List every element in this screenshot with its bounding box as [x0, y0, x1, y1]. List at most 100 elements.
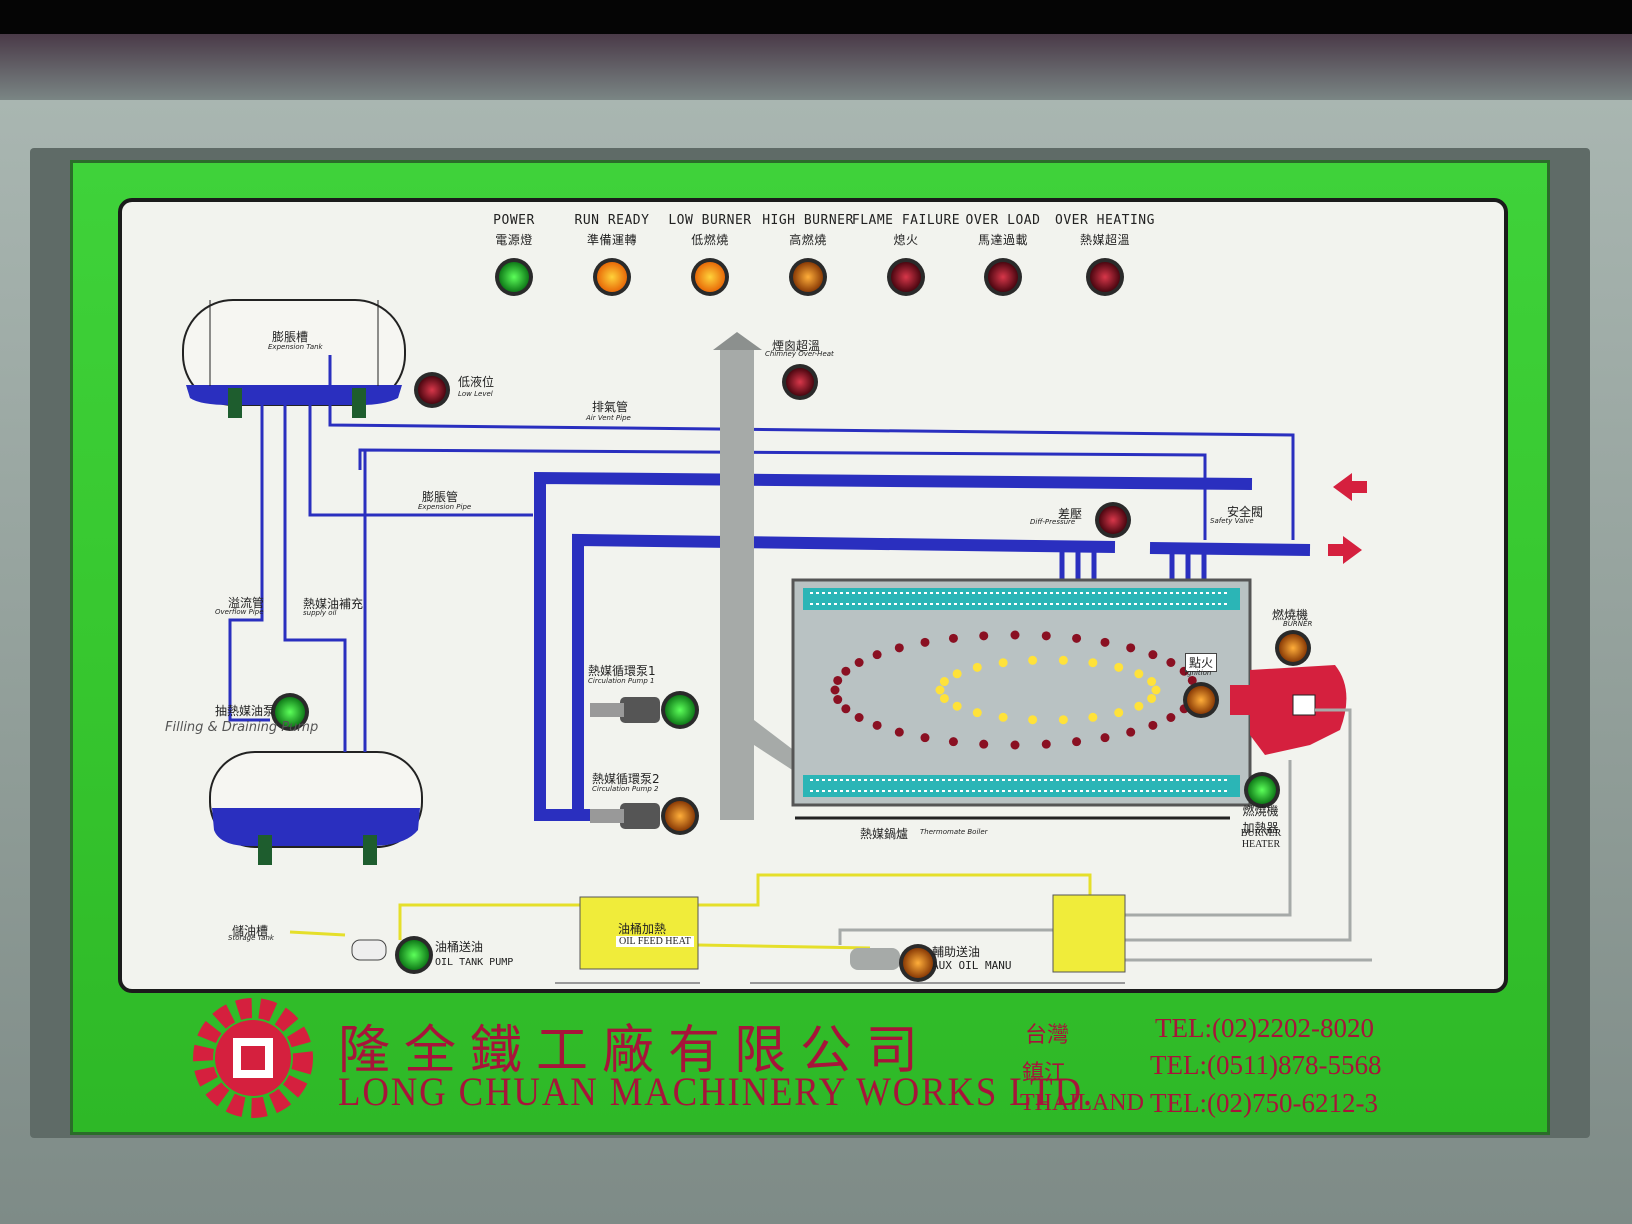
- expansion-pipe-label: 膨脹管: [422, 490, 459, 504]
- chimney-label: 煙囪超溫: [772, 339, 821, 353]
- flame-dot-inner: [1058, 655, 1068, 665]
- indicator-label-en: POWER: [493, 213, 535, 228]
- low-level-label: 低液位: [458, 375, 495, 389]
- flame-dot-inner: [972, 662, 982, 672]
- indicator-label-en: HIGH BURNER: [762, 213, 854, 228]
- flame-dot-outer: [1010, 740, 1020, 750]
- tel-zhenjiang: TEL:(0511)878-5568: [1150, 1050, 1382, 1080]
- flame-dot-inner: [1028, 715, 1038, 725]
- low-level-label-en: Low Level: [458, 390, 493, 398]
- burner-label-en: BURNER: [1283, 620, 1313, 628]
- boiler-body: [791, 578, 1252, 820]
- tel-thailand: TEL:(02)750-6212-3: [1150, 1088, 1378, 1118]
- flame-dot-outer: [841, 704, 851, 714]
- flame-dot-outer: [948, 737, 958, 747]
- burner-label: 燃燒機: [1272, 608, 1309, 622]
- aux-oil-label-en: AUX OIL MANU: [932, 959, 1012, 972]
- flame-dot-inner: [1088, 658, 1098, 668]
- flame-dot-outer: [854, 658, 864, 667]
- expansion-tank-label: 膨脹槽: [272, 330, 309, 344]
- boiler-label-en: Thermomate Boiler: [920, 828, 988, 836]
- flame-dot-inner: [1088, 712, 1098, 722]
- flame-dot-outer: [920, 637, 930, 647]
- flame-dot-outer: [1187, 675, 1197, 685]
- indicator-lamp-1: [499, 262, 529, 292]
- flame-dot-inner: [1058, 715, 1068, 725]
- company-logo: [193, 998, 313, 1118]
- indicator-label-en: LOW BURNER: [668, 213, 752, 228]
- flame-dot-outer: [948, 633, 958, 643]
- burner-unit: [1230, 665, 1347, 755]
- flame-dot-outer: [894, 643, 904, 653]
- flame-dot-outer: [833, 675, 843, 685]
- indicator-label-3: LOW BURNER 低燃燒: [650, 213, 770, 248]
- chimney: [713, 332, 800, 820]
- filling-pump-label-en: Filling & Draining Pump: [165, 720, 319, 735]
- flame-dot-inner: [1134, 701, 1144, 711]
- company-name-zh: 隆全鐵工廠有限公司: [338, 1021, 933, 1081]
- flame-dot-outer: [894, 727, 904, 737]
- flame-dot-inner: [1147, 693, 1157, 703]
- thin-pipes: [228, 355, 1295, 752]
- expansion-tank: [182, 299, 406, 418]
- location-zhenjiang: 鎮江: [1022, 1061, 1067, 1086]
- flame-dot-outer: [833, 695, 843, 705]
- oil-feed-heat-label: 油桶加熱: [618, 922, 667, 936]
- flame-dot-outer: [1072, 737, 1082, 747]
- flame-dot-inner: [952, 701, 962, 711]
- indicator-label-zh: 馬達過載: [977, 233, 1028, 247]
- indicator-label-zh: 熱媒超溫: [1079, 233, 1130, 247]
- storage-tank-label: 儲油槽: [232, 924, 269, 938]
- filling-pump-label: 抽熱媒油泵: [215, 704, 276, 718]
- pump2-label-en: Circulation Pump 2: [592, 785, 659, 793]
- chimney-label-en: Chimney Over-Heat: [765, 350, 834, 358]
- diff-pressure-label: 差壓: [1058, 507, 1083, 521]
- pump1-label: 熱媒循環泵1: [588, 664, 656, 678]
- flame-dot-inner: [1151, 685, 1161, 695]
- flow-arrows: [1328, 473, 1367, 564]
- aux-oil-lamp: [903, 948, 933, 978]
- flame-dot-outer: [872, 720, 882, 730]
- burner-heater-label: 燃燒機加熱器: [1242, 804, 1279, 835]
- flame-dot-outer: [1100, 637, 1110, 647]
- indicator-label-zh: 低燃燒: [691, 233, 729, 247]
- boiler-risers: [1059, 548, 1207, 580]
- flame-dot-outer: [979, 631, 989, 641]
- indicator-lamps: [271, 258, 1311, 982]
- oil-lines: [289, 873, 1092, 950]
- circulation-pumps: [590, 697, 660, 829]
- indicator-label-en: FLAME FAILURE: [851, 213, 961, 228]
- flame-dot-outer: [1166, 658, 1176, 667]
- safety-valve-label-en: Safety Valve: [1210, 517, 1254, 525]
- burner-heater-label-en: BURNER HEATER: [1240, 828, 1282, 850]
- flame-dot-inner: [935, 685, 945, 695]
- flame-dot-inner: [952, 669, 962, 679]
- low-level-lamp: [418, 376, 446, 404]
- indicator-label-2: RUN READY 準備運轉: [552, 213, 672, 248]
- filling-pump-lamp: [275, 697, 305, 727]
- flame-dot-outer: [854, 713, 864, 722]
- main-pipes: [534, 471, 1311, 821]
- flame-dot-outer: [1010, 630, 1020, 640]
- oil-tank-pump-label-en: OIL TANK PUMP: [435, 957, 514, 968]
- flame-dot-outer: [1072, 633, 1082, 643]
- pump2-label: 熱媒循環泵2: [592, 772, 660, 786]
- flame-dot-outer: [1166, 713, 1176, 722]
- burner-heater-lamp: [1248, 776, 1276, 804]
- flame-indicator-dots: [830, 630, 1200, 750]
- ignition-lamp: [1187, 686, 1215, 714]
- yellow-tanks: [351, 894, 1126, 984]
- safety-valve-label: 安全閥: [1227, 505, 1264, 519]
- expansion-tank-label-en: Expension Tank: [268, 343, 323, 351]
- indicator-label-zh: 準備運轉: [586, 233, 637, 247]
- flame-dot-outer: [979, 739, 989, 749]
- indicator-lamp-6: [988, 262, 1018, 292]
- indicator-label-en: RUN READY: [574, 213, 650, 228]
- tel-taiwan: TEL:(02)2202-8020: [1155, 1013, 1374, 1043]
- company-name-en: LONG CHUAN MACHINERY WORKS LTD.: [338, 1069, 1094, 1114]
- top-dark-band: [0, 0, 1632, 34]
